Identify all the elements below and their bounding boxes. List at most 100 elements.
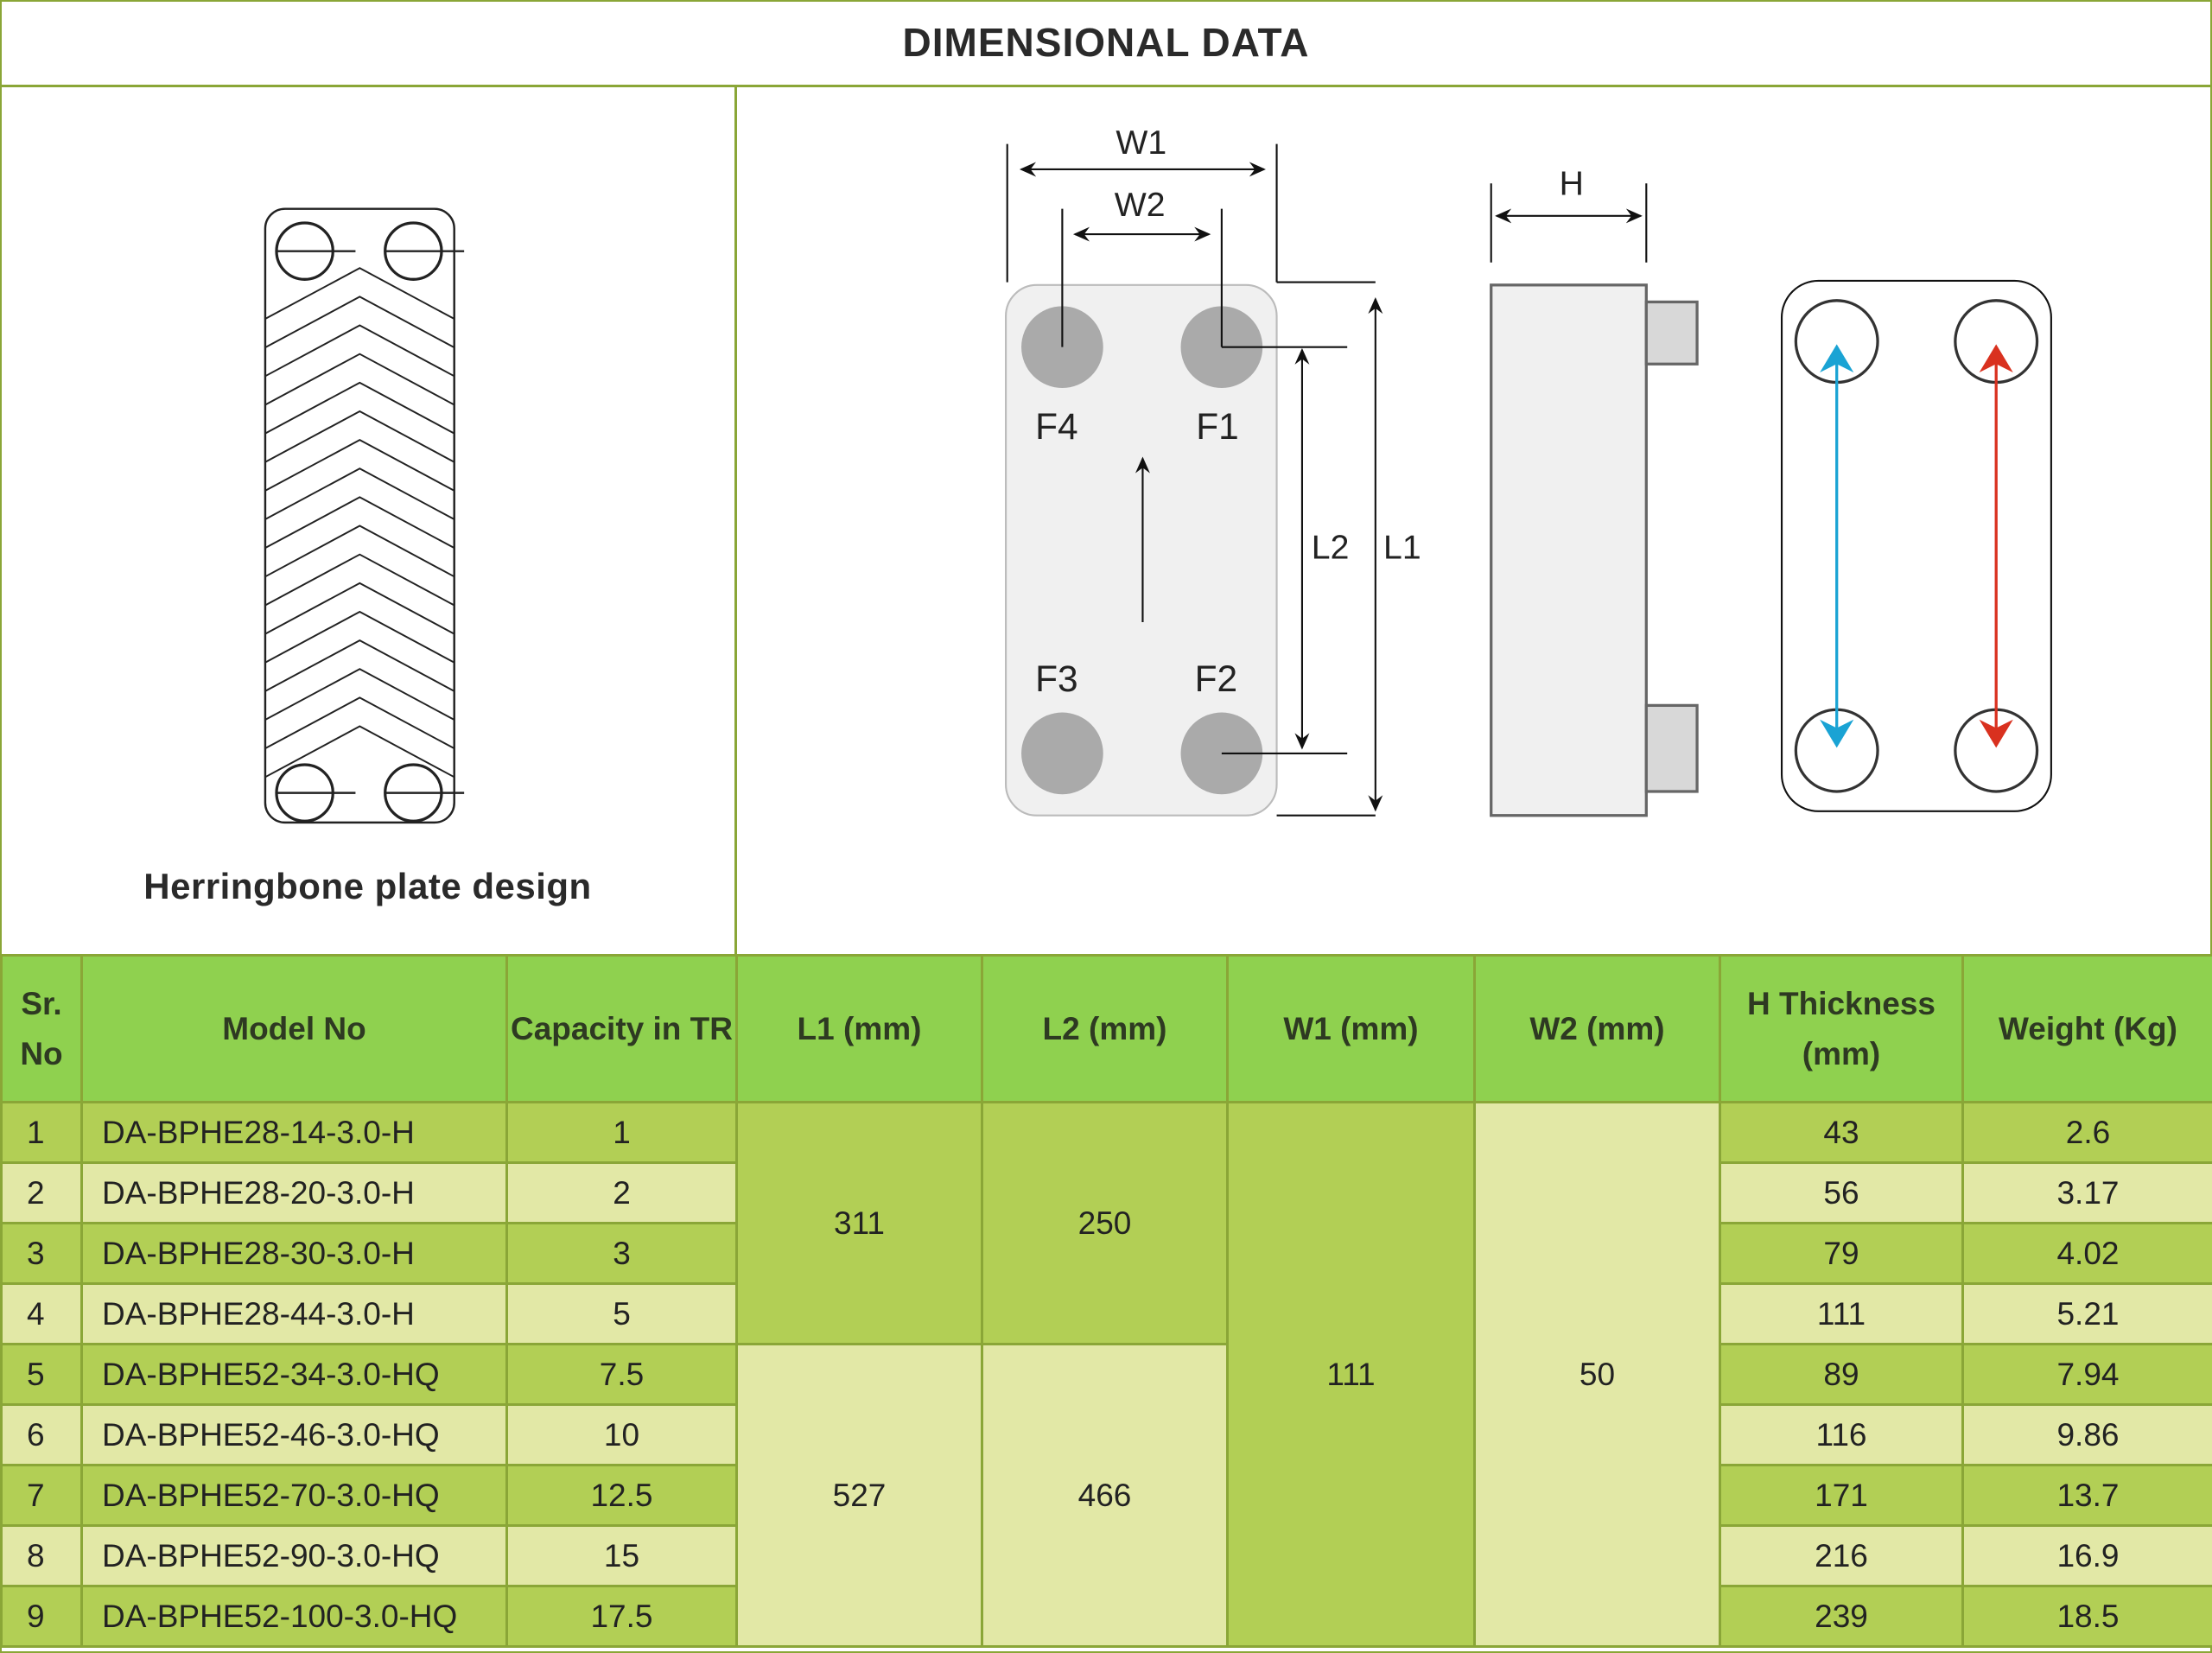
weight-cell: 9.86: [1961, 1403, 2212, 1466]
h-thickness-cell: 116: [1719, 1403, 1964, 1466]
model-no-cell: DA-BPHE52-34-3.0-HQ: [80, 1343, 508, 1406]
model-no-cell: DA-BPHE52-100-3.0-HQ: [80, 1585, 508, 1648]
herringbone-chevron: [264, 296, 455, 349]
h-thickness-cell: 89: [1719, 1343, 1964, 1406]
capacity-cell: 17.5: [505, 1585, 738, 1648]
h-thickness-cell: 43: [1719, 1101, 1964, 1164]
w1-cell: 111: [1226, 1101, 1476, 1648]
sr-no-cell: 2: [0, 1161, 83, 1224]
l2-label: L2: [1312, 530, 1350, 567]
capacity-cell: 2: [505, 1161, 738, 1224]
herringbone-caption: Herringbone plate design: [143, 866, 592, 906]
capacity-cell: 1: [505, 1101, 738, 1164]
sr-no-cell: 8: [0, 1524, 83, 1587]
plate-side-view: [1490, 183, 1699, 817]
h-thickness-cell: 79: [1719, 1222, 1964, 1285]
herringbone-chevron: [264, 553, 455, 607]
l2-cell: 466: [981, 1343, 1229, 1648]
w2-label: W2: [1115, 187, 1166, 224]
f2-label: F2: [1195, 658, 1238, 699]
sr-no-cell: 1: [0, 1101, 83, 1164]
plate-front-view: [1005, 143, 1383, 817]
herringbone-chevron: [264, 439, 455, 492]
weight-cell: 16.9: [1961, 1524, 2212, 1587]
herringbone-chevron: [264, 639, 455, 692]
sr-no-cell: 9: [0, 1585, 83, 1648]
herringbone-chevron: [264, 668, 455, 721]
capacity-cell: 12.5: [505, 1464, 738, 1527]
weight-cell: 7.94: [1961, 1343, 2212, 1406]
column-header: Sr. No: [0, 954, 83, 1103]
sr-no-cell: 3: [0, 1222, 83, 1285]
capacity-cell: 10: [505, 1403, 738, 1466]
weight-cell: 4.02: [1961, 1222, 2212, 1285]
f1-label: F1: [1196, 406, 1239, 447]
f4-label: F4: [1035, 406, 1078, 447]
column-header: Weight (Kg): [1961, 954, 2212, 1103]
w2-cell: 50: [1473, 1101, 1721, 1648]
f3-label: F3: [1035, 658, 1078, 699]
herringbone-chevron: [264, 725, 455, 779]
model-no-cell: DA-BPHE52-70-3.0-HQ: [80, 1464, 508, 1527]
model-no-cell: DA-BPHE28-20-3.0-H: [80, 1161, 508, 1224]
column-header: W2 (mm): [1473, 954, 1721, 1103]
herringbone-chevron: [264, 267, 455, 320]
diagram-area: W1 W2 H L2 L1 F4 F1 F3 F2: [264, 124, 2052, 824]
w1-label: W1: [1116, 124, 1166, 162]
sr-no-cell: 6: [0, 1403, 83, 1466]
h-label: H: [1560, 165, 1584, 202]
herringbone-chevron: [264, 381, 455, 435]
capacity-cell: 3: [505, 1222, 738, 1285]
weight-cell: 5.21: [1961, 1282, 2212, 1345]
herringbone-chevron: [264, 467, 455, 520]
herringbone-chevron: [264, 610, 455, 664]
herringbone-chevron: [264, 582, 455, 635]
h-thickness-cell: 171: [1719, 1464, 1964, 1527]
h-thickness-cell: 56: [1719, 1161, 1964, 1224]
herringbone-plate-drawing: [264, 207, 465, 824]
weight-cell: 2.6: [1961, 1101, 2212, 1164]
sr-no-cell: 7: [0, 1464, 83, 1527]
l1-cell: 527: [735, 1343, 983, 1648]
capacity-cell: 5: [505, 1282, 738, 1345]
l1-label: L1: [1383, 530, 1421, 567]
herringbone-chevron: [264, 696, 455, 750]
page-title: DIMENSIONAL DATA: [0, 0, 2212, 87]
column-header: Capacity in TR: [505, 954, 738, 1103]
herringbone-chevron: [264, 525, 455, 578]
column-header: L1 (mm): [735, 954, 983, 1103]
capacity-cell: 15: [505, 1524, 738, 1587]
h-thickness-cell: 239: [1719, 1585, 1964, 1648]
sr-no-cell: 4: [0, 1282, 83, 1345]
column-header: W1 (mm): [1226, 954, 1476, 1103]
herringbone-chevron: [264, 410, 455, 463]
capacity-cell: 7.5: [505, 1343, 738, 1406]
l1-cell: 311: [735, 1101, 983, 1345]
herringbone-chevron: [264, 496, 455, 550]
herringbone-chevron: [264, 353, 455, 406]
column-header: H Thickness (mm): [1719, 954, 1964, 1103]
column-header: Model No: [80, 954, 508, 1103]
model-no-cell: DA-BPHE28-30-3.0-H: [80, 1222, 508, 1285]
sr-no-cell: 5: [0, 1343, 83, 1406]
model-no-cell: DA-BPHE28-14-3.0-H: [80, 1101, 508, 1164]
model-no-cell: DA-BPHE52-90-3.0-HQ: [80, 1524, 508, 1587]
weight-cell: 3.17: [1961, 1161, 2212, 1224]
h-thickness-cell: 111: [1719, 1282, 1964, 1345]
herringbone-chevron: [264, 324, 455, 378]
weight-cell: 18.5: [1961, 1585, 2212, 1648]
model-no-cell: DA-BPHE28-44-3.0-H: [80, 1282, 508, 1345]
flow-diagram: [1780, 279, 2052, 812]
